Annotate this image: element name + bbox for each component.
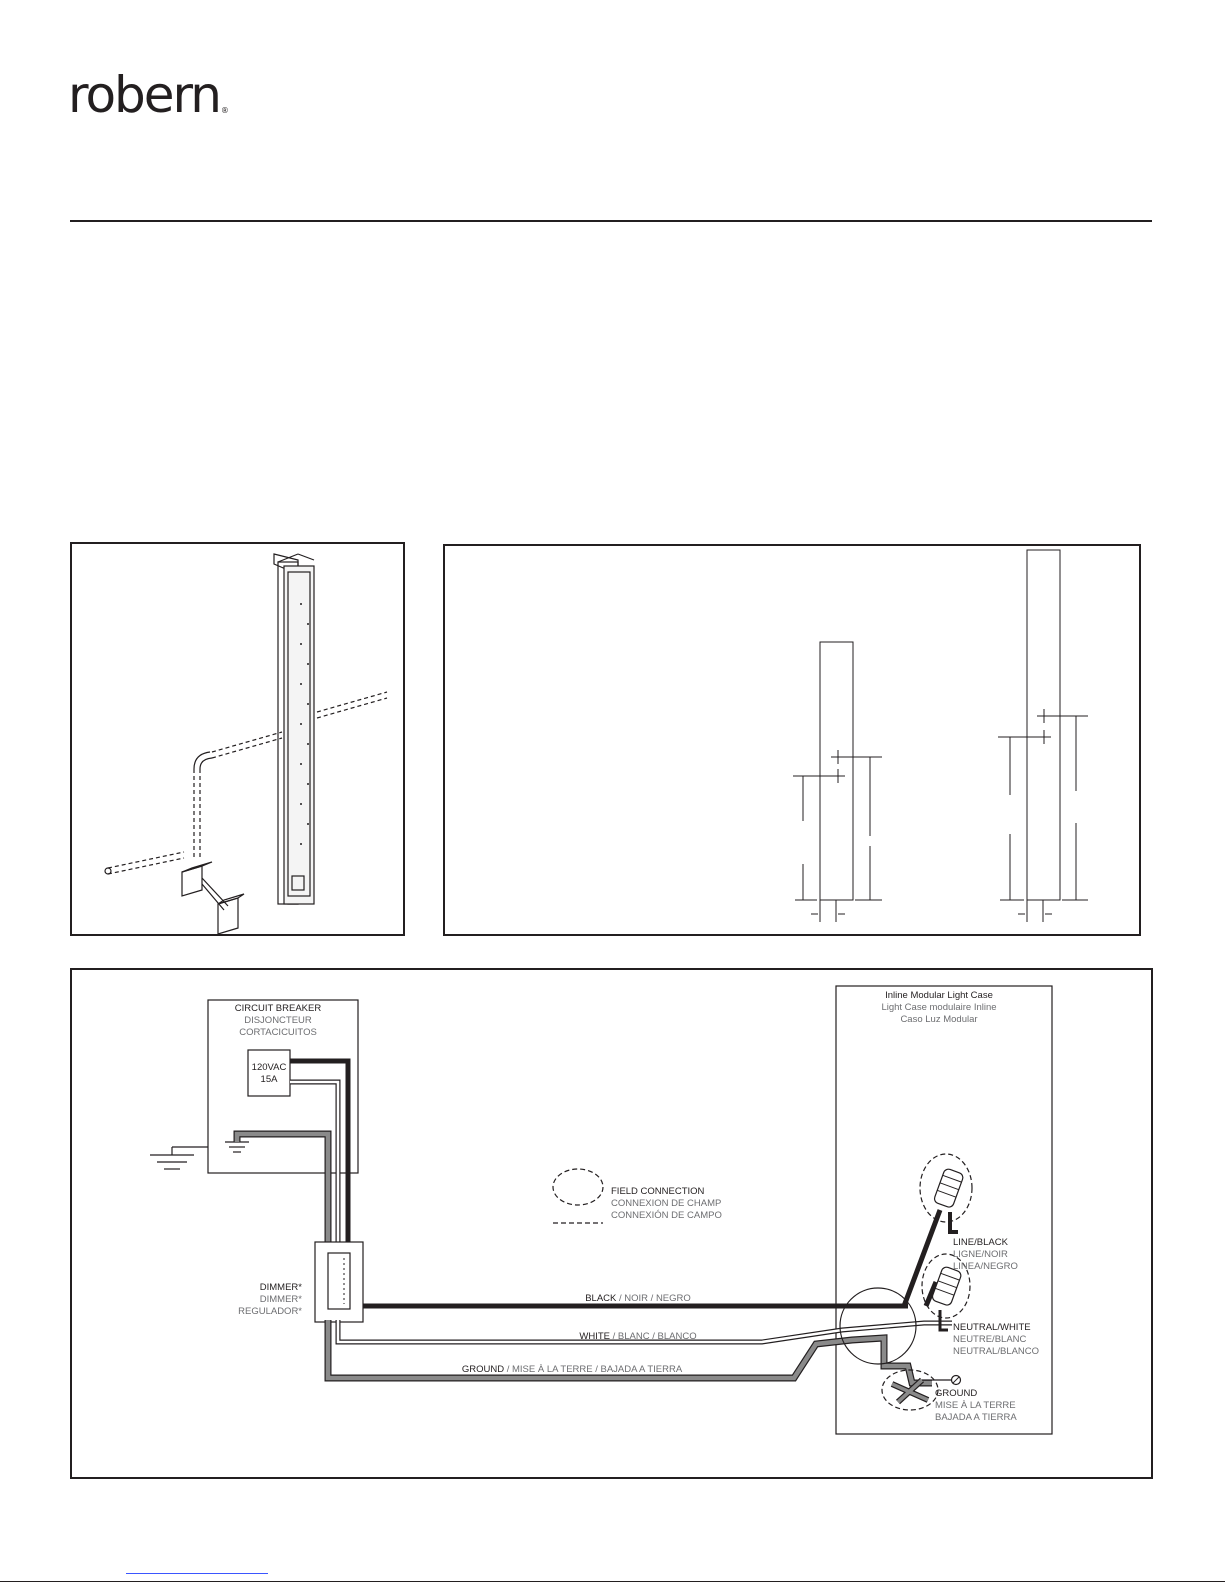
neutral-wire-nut xyxy=(931,1266,962,1306)
neutral-label-fr: NEUTRE/BLANC xyxy=(953,1334,1027,1345)
circuit-breaker-box xyxy=(207,999,359,1174)
crosshair-marker xyxy=(831,750,845,783)
ground-label-fr: MISE À LA TERRE xyxy=(935,1400,1016,1411)
cabinet-outline-short xyxy=(819,641,854,901)
legend-label-es: CONNEXIÓN DE CAMPO xyxy=(611,1210,722,1221)
dimension-diagram-frame xyxy=(443,544,1141,936)
neutral-connection-circle xyxy=(921,1253,971,1319)
light-case-label-es: Caso Luz Modular xyxy=(900,1014,977,1025)
robern-logo: robern® xyxy=(68,66,229,124)
breaker-voltage: 120VAC xyxy=(252,1062,287,1073)
black-wire-label: BLACK / NOIR / NEGRO xyxy=(585,1293,691,1304)
footer-link-underline[interactable] xyxy=(126,1573,268,1574)
wiring-diagram: CIRCUIT BREAKER DISJONCTEUR CORTACICUITO… xyxy=(150,985,1053,1435)
black-wire-breaker xyxy=(290,1058,351,1245)
legend-label-fr: CONNEXION DE CHAMP xyxy=(611,1198,721,1209)
dimmer-switch xyxy=(327,1252,351,1310)
light-case-label-fr: Light Case modulaire Inline xyxy=(881,1002,996,1013)
neutral-label-es: NEUTRAL/BLANCO xyxy=(953,1346,1039,1357)
field-connection-symbol xyxy=(552,1168,604,1206)
cabinet-outline-tall xyxy=(1026,549,1061,901)
dimmer-label-en: DIMMER* xyxy=(260,1282,303,1293)
legend-label-en: FIELD CONNECTION xyxy=(611,1186,705,1197)
breaker-label-es: CORTACICUITOS xyxy=(239,1027,317,1038)
wiring-diagram-frame: CIRCUIT BREAKER DISJONCTEUR CORTACICUITO… xyxy=(70,968,1153,1479)
ground-wire xyxy=(325,1320,932,1386)
header-rule xyxy=(70,220,1152,222)
ground-connection-circle xyxy=(881,1369,939,1411)
breaker-label-fr: DISJONCTEUR xyxy=(244,1015,312,1026)
ground-symbol xyxy=(150,1146,208,1170)
light-case-box xyxy=(835,985,1053,1435)
dimmer-label-fr: DIMMER* xyxy=(260,1294,303,1305)
ground-label-es: BAJADA A TIERRA xyxy=(935,1412,1017,1423)
breaker-label-en: CIRCUIT BREAKER xyxy=(235,1003,322,1014)
ground-wire-label: GROUND / MISE À LA TERRE / BAJADA A TIER… xyxy=(462,1364,683,1375)
neutral-label-en: NEUTRAL/WHITE xyxy=(953,1322,1031,1333)
line-wire-nut xyxy=(933,1168,964,1208)
light-case-label-en: Inline Modular Light Case xyxy=(885,990,993,1001)
line-label-es: LINEA/NEGRO xyxy=(953,1261,1018,1272)
ground-label-en: GROUND xyxy=(935,1388,977,1399)
line-label-fr: LIGNE/NOIR xyxy=(953,1249,1008,1260)
line-label-en: LINE/BLACK xyxy=(953,1237,1009,1248)
installation-illustration xyxy=(104,553,388,935)
white-wire-label: WHITE / BLANC / BLANCO xyxy=(579,1331,696,1342)
installation-illustration-frame xyxy=(70,542,405,936)
dimmer-plate xyxy=(314,1241,364,1323)
dimmer-label-es: REGULADOR* xyxy=(238,1306,302,1317)
breaker-switch xyxy=(247,1049,291,1097)
line-connection-circle xyxy=(919,1153,973,1223)
footer-rule xyxy=(0,1581,1225,1582)
ground-wire-breaker xyxy=(234,1131,331,1245)
junction-detail-circle xyxy=(839,1287,917,1365)
dimension-diagram xyxy=(793,549,1088,922)
breaker-amperage: 15A xyxy=(261,1074,279,1085)
white-wire xyxy=(336,1320,952,1344)
